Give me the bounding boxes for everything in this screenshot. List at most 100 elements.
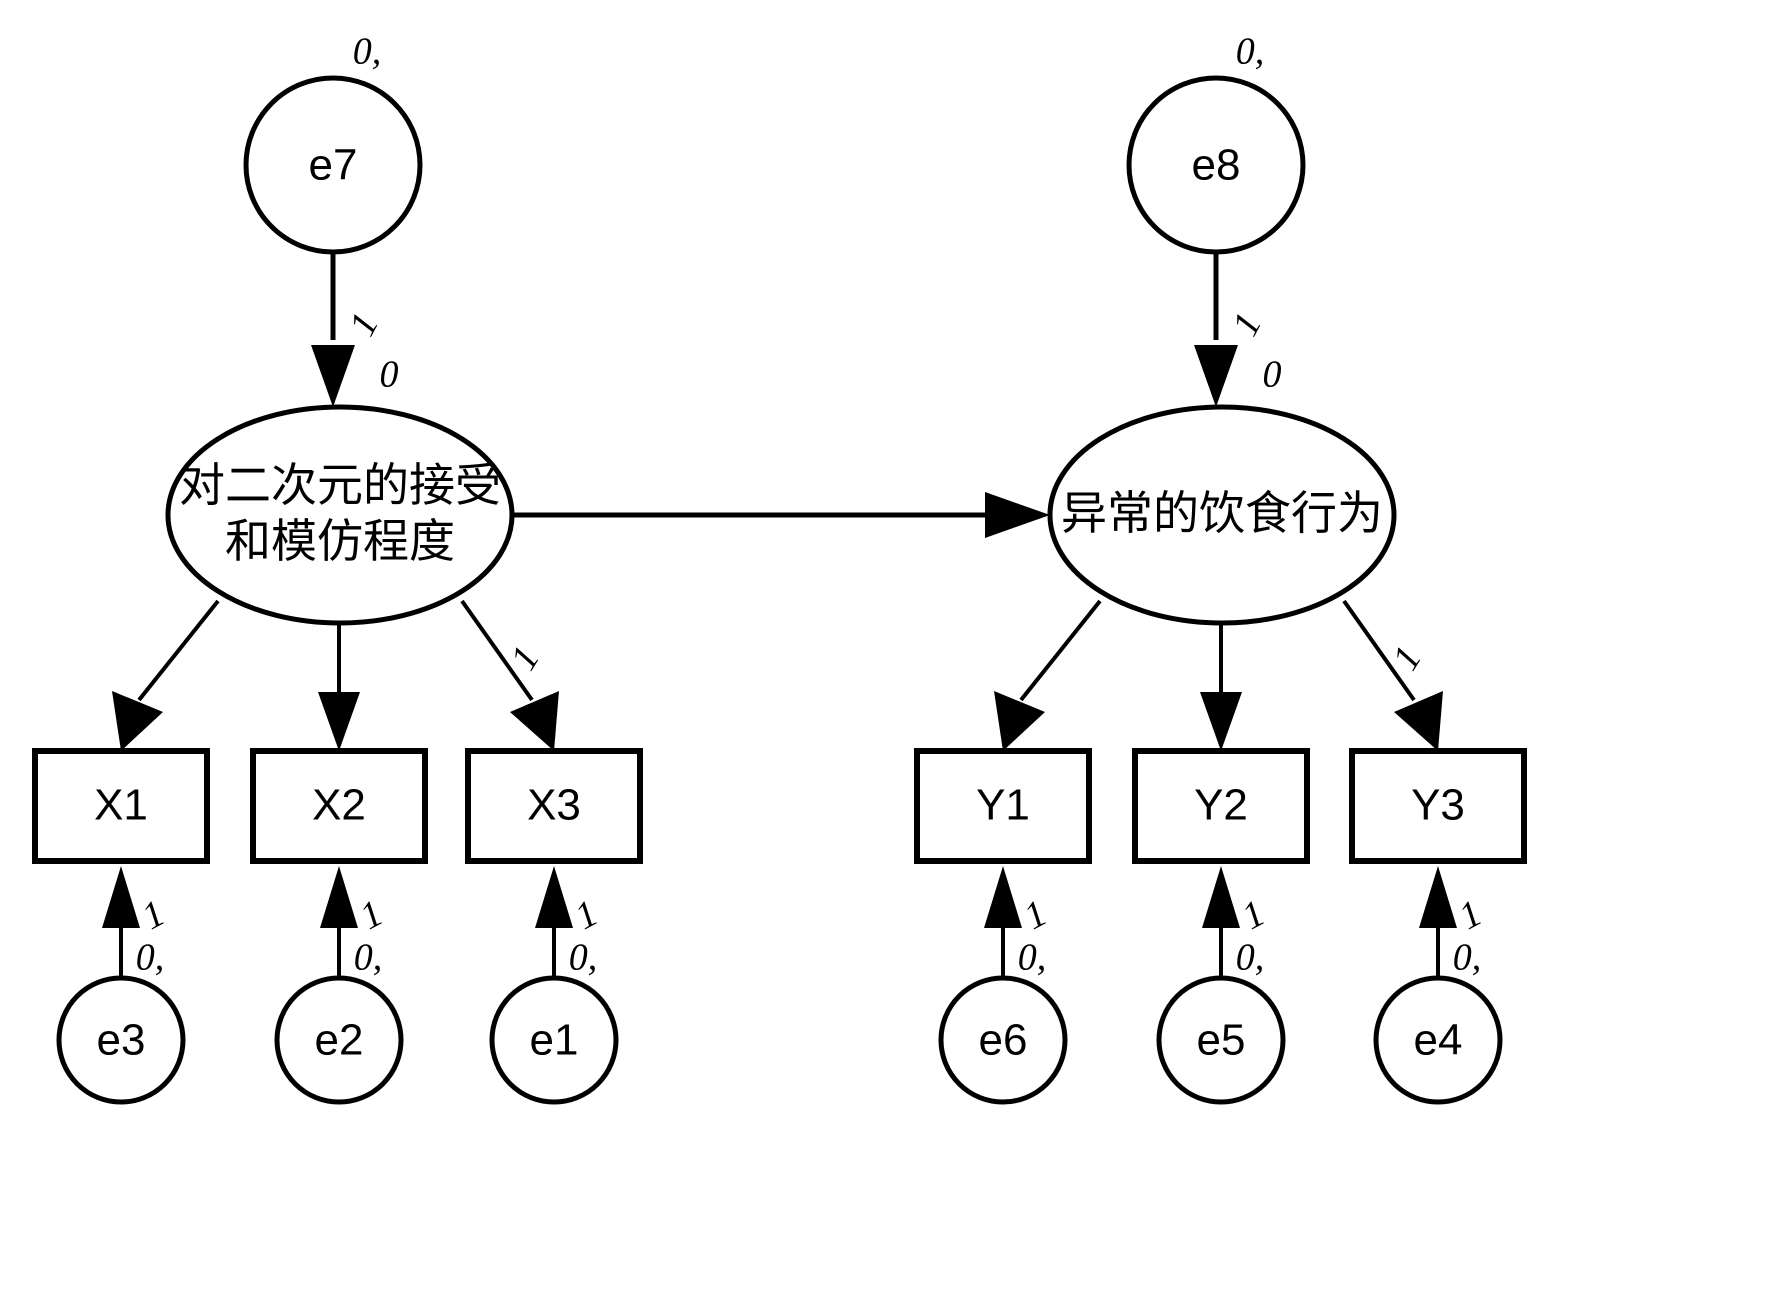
error-circle-e6[interactable]	[938, 975, 1068, 1105]
error-path-e4-to-Y3[interactable]	[1419, 866, 1457, 978]
error-node-e2[interactable]: e2	[274, 975, 404, 1105]
arrow-head-Y1	[994, 691, 1045, 751]
path-weight-label-e7: 1	[341, 306, 387, 342]
loading-line-X3	[460, 599, 534, 702]
arrow-head-Y2	[1200, 692, 1242, 751]
indicator-node-X3[interactable]: X3	[465, 748, 643, 864]
disturbance-variance-label-e7: 0,	[353, 31, 382, 73]
error-weight-label-e4: 1	[1452, 892, 1488, 938]
loading-path-left-to-X2[interactable]	[318, 623, 360, 751]
indicator-box-Y2[interactable]	[1132, 748, 1310, 864]
error-path-e6-to-Y1[interactable]	[984, 866, 1022, 978]
error-path-e5-to-Y2[interactable]	[1202, 866, 1240, 978]
path-e7-to-left-latent[interactable]	[311, 252, 355, 407]
error-weight-label-e5: 1	[1235, 892, 1271, 938]
latent-node-right[interactable]: 异常的饮食行为	[1047, 404, 1397, 626]
indicator-node-Y2[interactable]: Y2	[1132, 748, 1310, 864]
indicator-node-Y1[interactable]: Y1	[914, 748, 1092, 864]
error-circle-e1[interactable]	[489, 975, 619, 1105]
error-path-e2-to-X2[interactable]	[320, 866, 358, 978]
arrow-head-e7	[311, 345, 355, 407]
arrow-head-e2	[320, 866, 358, 928]
arrow-head-e1	[535, 866, 573, 928]
latent-label-right-line1: 异常的饮食行为	[1061, 487, 1383, 539]
loading-weight-label-X3: 1	[502, 639, 548, 677]
error-circle-e2[interactable]	[274, 975, 404, 1105]
latent-intercept-label-right: 0	[1263, 354, 1282, 396]
structural-path-left-to-right[interactable]	[512, 492, 1050, 538]
error-node-e1[interactable]: e1	[489, 975, 619, 1105]
disturbance-label-e7: e7	[309, 141, 358, 190]
disturbance-label-e8: e8	[1192, 141, 1241, 190]
error-variance-label-e6: 0,	[1018, 937, 1047, 979]
loading-path-left-to-X1[interactable]	[112, 599, 220, 751]
loading-path-right-to-Y2[interactable]	[1200, 623, 1242, 751]
loading-weight-label-Y3: 1	[1384, 639, 1430, 677]
indicator-label-X1: X1	[94, 781, 148, 830]
latent-intercept-label-left: 0	[380, 354, 399, 396]
disturbance-node-e8[interactable]: e8	[1126, 75, 1306, 255]
disturbance-variance-label-e8: 0,	[1236, 31, 1265, 73]
arrow-head-e5	[1202, 866, 1240, 928]
error-label-e6: e6	[979, 1016, 1028, 1065]
error-weight-label-e1: 1	[568, 892, 604, 938]
error-label-e2: e2	[315, 1016, 364, 1065]
indicator-box-X3[interactable]	[465, 748, 643, 864]
path-e8-to-right-latent[interactable]	[1194, 252, 1238, 407]
indicator-box-X2[interactable]	[250, 748, 428, 864]
path-weight-label-e8: 1	[1224, 306, 1270, 342]
indicator-label-X2: X2	[312, 781, 366, 830]
indicator-label-Y3: Y3	[1411, 781, 1465, 830]
error-node-e3[interactable]: e3	[56, 975, 186, 1105]
loading-path-right-to-Y3[interactable]	[1342, 599, 1443, 751]
structural-path-arrow-head	[985, 492, 1050, 538]
indicator-node-Y3[interactable]: Y3	[1349, 748, 1527, 864]
arrow-head-X3	[510, 691, 559, 751]
indicator-box-Y3[interactable]	[1349, 748, 1527, 864]
error-circle-e3[interactable]	[56, 975, 186, 1105]
indicator-label-Y1: Y1	[976, 781, 1030, 830]
error-variance-label-e2: 0,	[354, 937, 383, 979]
arrow-head-e6	[984, 866, 1022, 928]
error-path-e1-to-X3[interactable]	[535, 866, 573, 978]
error-path-e3-to-X1[interactable]	[102, 866, 140, 978]
error-circle-e5[interactable]	[1156, 975, 1286, 1105]
arrow-head-e3	[102, 866, 140, 928]
loading-line-Y1	[1019, 599, 1102, 702]
error-variance-label-e4: 0,	[1453, 937, 1482, 979]
error-variance-label-e3: 0,	[136, 937, 165, 979]
arrow-head-X2	[318, 692, 360, 751]
error-node-e6[interactable]: e6	[938, 975, 1068, 1105]
error-variance-label-e5: 0,	[1236, 937, 1265, 979]
latent-label-left-line1: 对二次元的接受	[179, 459, 501, 511]
error-label-e5: e5	[1197, 1016, 1246, 1065]
indicator-node-X1[interactable]: X1	[32, 748, 210, 864]
indicator-label-Y2: Y2	[1194, 781, 1248, 830]
error-weight-label-e3: 1	[135, 892, 171, 938]
error-variance-label-e1: 0,	[569, 937, 598, 979]
error-label-e4: e4	[1414, 1016, 1463, 1065]
indicator-node-X2[interactable]: X2	[250, 748, 428, 864]
indicator-box-Y1[interactable]	[914, 748, 1092, 864]
indicator-box-X1[interactable]	[32, 748, 210, 864]
loading-path-right-to-Y1[interactable]	[994, 599, 1102, 751]
arrow-head-X1	[112, 691, 163, 751]
error-node-e4[interactable]: e4	[1373, 975, 1503, 1105]
arrow-head-e4	[1419, 866, 1457, 928]
disturbance-node-e7[interactable]: e7	[243, 75, 423, 255]
loading-line-Y3	[1342, 599, 1416, 702]
error-label-e1: e1	[530, 1016, 579, 1065]
loading-line-X1	[137, 599, 220, 702]
error-weight-label-e6: 1	[1017, 892, 1053, 938]
latent-label-left-line2: 和模仿程度	[225, 515, 455, 567]
error-node-e5[interactable]: e5	[1156, 975, 1286, 1105]
arrow-head-Y3	[1394, 691, 1443, 751]
loading-path-left-to-X3[interactable]	[460, 599, 559, 751]
arrow-head-e8	[1194, 345, 1238, 407]
indicator-label-X3: X3	[527, 781, 581, 830]
latent-node-left[interactable]: 对二次元的接受 和模仿程度	[165, 404, 515, 626]
error-circle-e4[interactable]	[1373, 975, 1503, 1105]
error-weight-label-e2: 1	[353, 892, 389, 938]
